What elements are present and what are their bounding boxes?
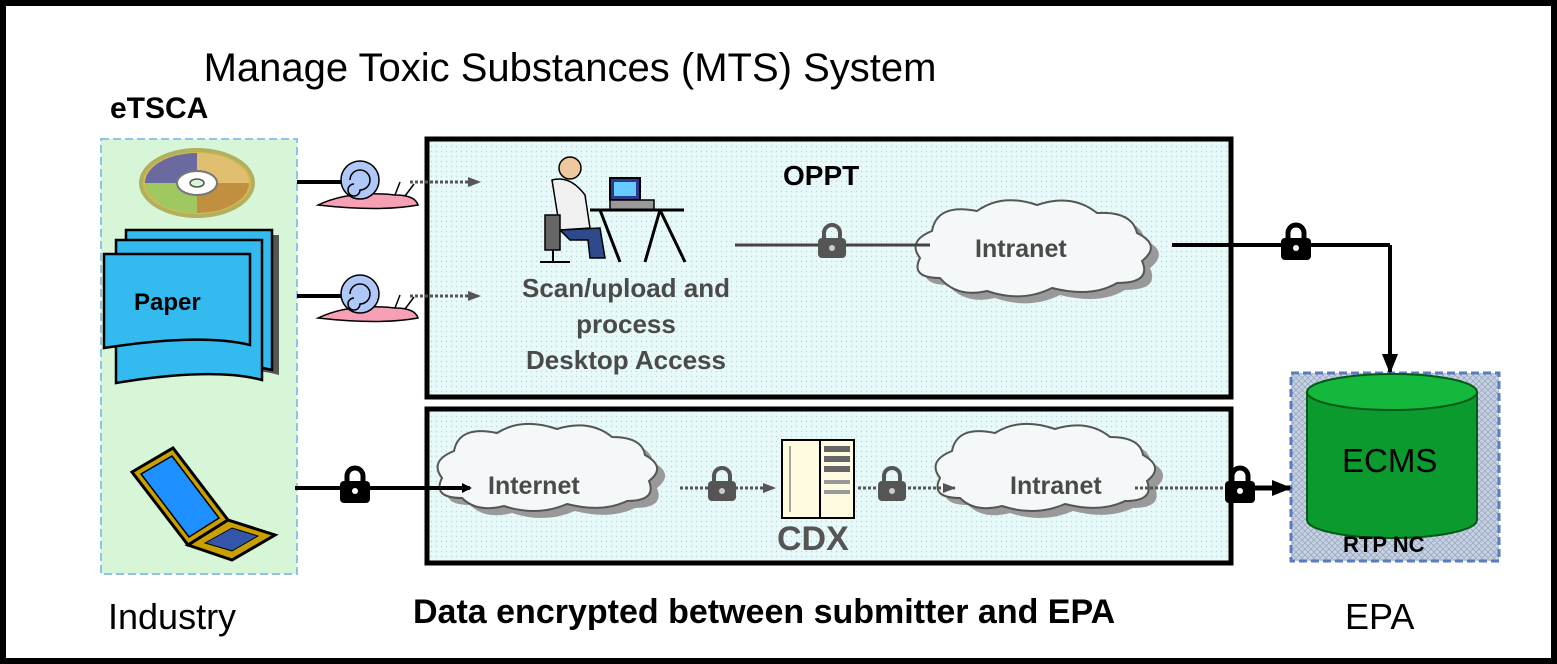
cd-disc-icon (139, 148, 255, 218)
lock-icon (1281, 222, 1311, 260)
diagram-title: Manage Toxic Substances (MTS) System (203, 46, 937, 90)
lock-icon (818, 223, 846, 258)
ecms-label: ECMS (1342, 442, 1438, 479)
ecms-database-icon (1306, 373, 1478, 539)
internet-cloud (436, 422, 666, 519)
industry-label: Industry (108, 596, 237, 637)
process-label: Scan/upload and process Desktop Access (466, 270, 786, 378)
snail-icon (315, 160, 419, 210)
snail-icon (315, 274, 419, 323)
process-line: Scan/upload and (521, 273, 731, 303)
epa-label: EPA (1345, 596, 1415, 637)
cdx-server-icon (781, 439, 855, 519)
worker-at-computer-icon (540, 156, 687, 263)
encryption-caption: Data encrypted between submitter and EPA (413, 593, 1116, 631)
internet-label: Internet (488, 472, 580, 500)
lock-icon (708, 466, 736, 501)
lock-icon (340, 465, 370, 503)
rtp-nc-label: RTP NC (1343, 532, 1425, 557)
cdx-intranet-cloud (934, 422, 1164, 519)
process-line: Desktop Access (526, 345, 726, 375)
oppt-intranet-label: Intranet (975, 235, 1067, 263)
cdx-label: CDX (777, 520, 849, 558)
oppt-label: OPPT (783, 160, 860, 191)
paper-label: Paper (134, 289, 201, 316)
process-line: process (576, 309, 676, 339)
etsca-label: eTSCA (110, 92, 209, 125)
laptop-icon (129, 446, 279, 562)
lock-icon (1225, 465, 1255, 503)
oppt-intranet-cloud (914, 199, 1159, 304)
cdx-intranet-label: Intranet (1010, 472, 1102, 500)
lock-icon (878, 466, 906, 501)
paper-stack-icon (102, 228, 279, 385)
